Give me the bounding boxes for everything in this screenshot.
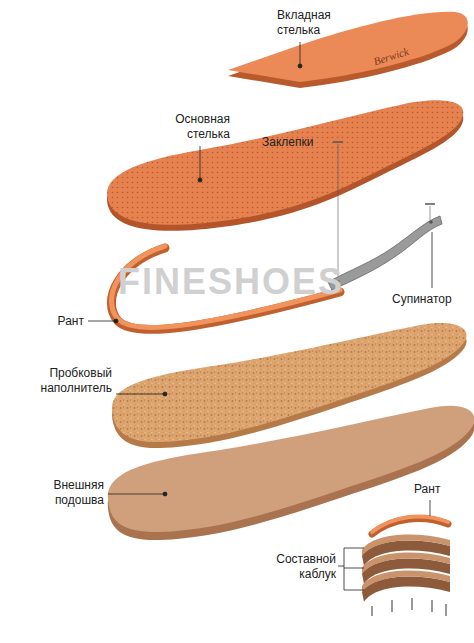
leader-dot	[198, 178, 202, 182]
brand-logo: Berwick	[372, 45, 410, 68]
part-label: Заклепки	[262, 135, 332, 150]
insert-insole	[228, 12, 468, 88]
leader-dot	[114, 319, 118, 323]
watermark: FINESHOES	[118, 262, 344, 302]
part-label: Рант	[30, 314, 84, 329]
part-label: Рант	[414, 482, 464, 497]
part-label: Основная стелька	[150, 112, 230, 142]
leader-dot	[163, 492, 167, 496]
heel-nails	[372, 598, 446, 616]
part-label: Вкладная стелька	[277, 8, 357, 38]
heel-welt	[372, 517, 448, 534]
outer-sole	[108, 406, 474, 540]
leader-dot	[163, 392, 167, 396]
leader-lines	[88, 42, 432, 516]
part-label: Внешняя подошва	[24, 478, 104, 508]
supinator	[328, 216, 442, 290]
part-label: Супинатор	[392, 292, 468, 307]
heel-bracket	[338, 548, 364, 590]
leader-dot	[298, 64, 302, 68]
part-label: Пробковый наполнитель	[22, 366, 112, 396]
part-label: Составной каблук	[254, 552, 336, 582]
stacked-heel	[362, 535, 450, 602]
main-insole	[107, 100, 463, 230]
